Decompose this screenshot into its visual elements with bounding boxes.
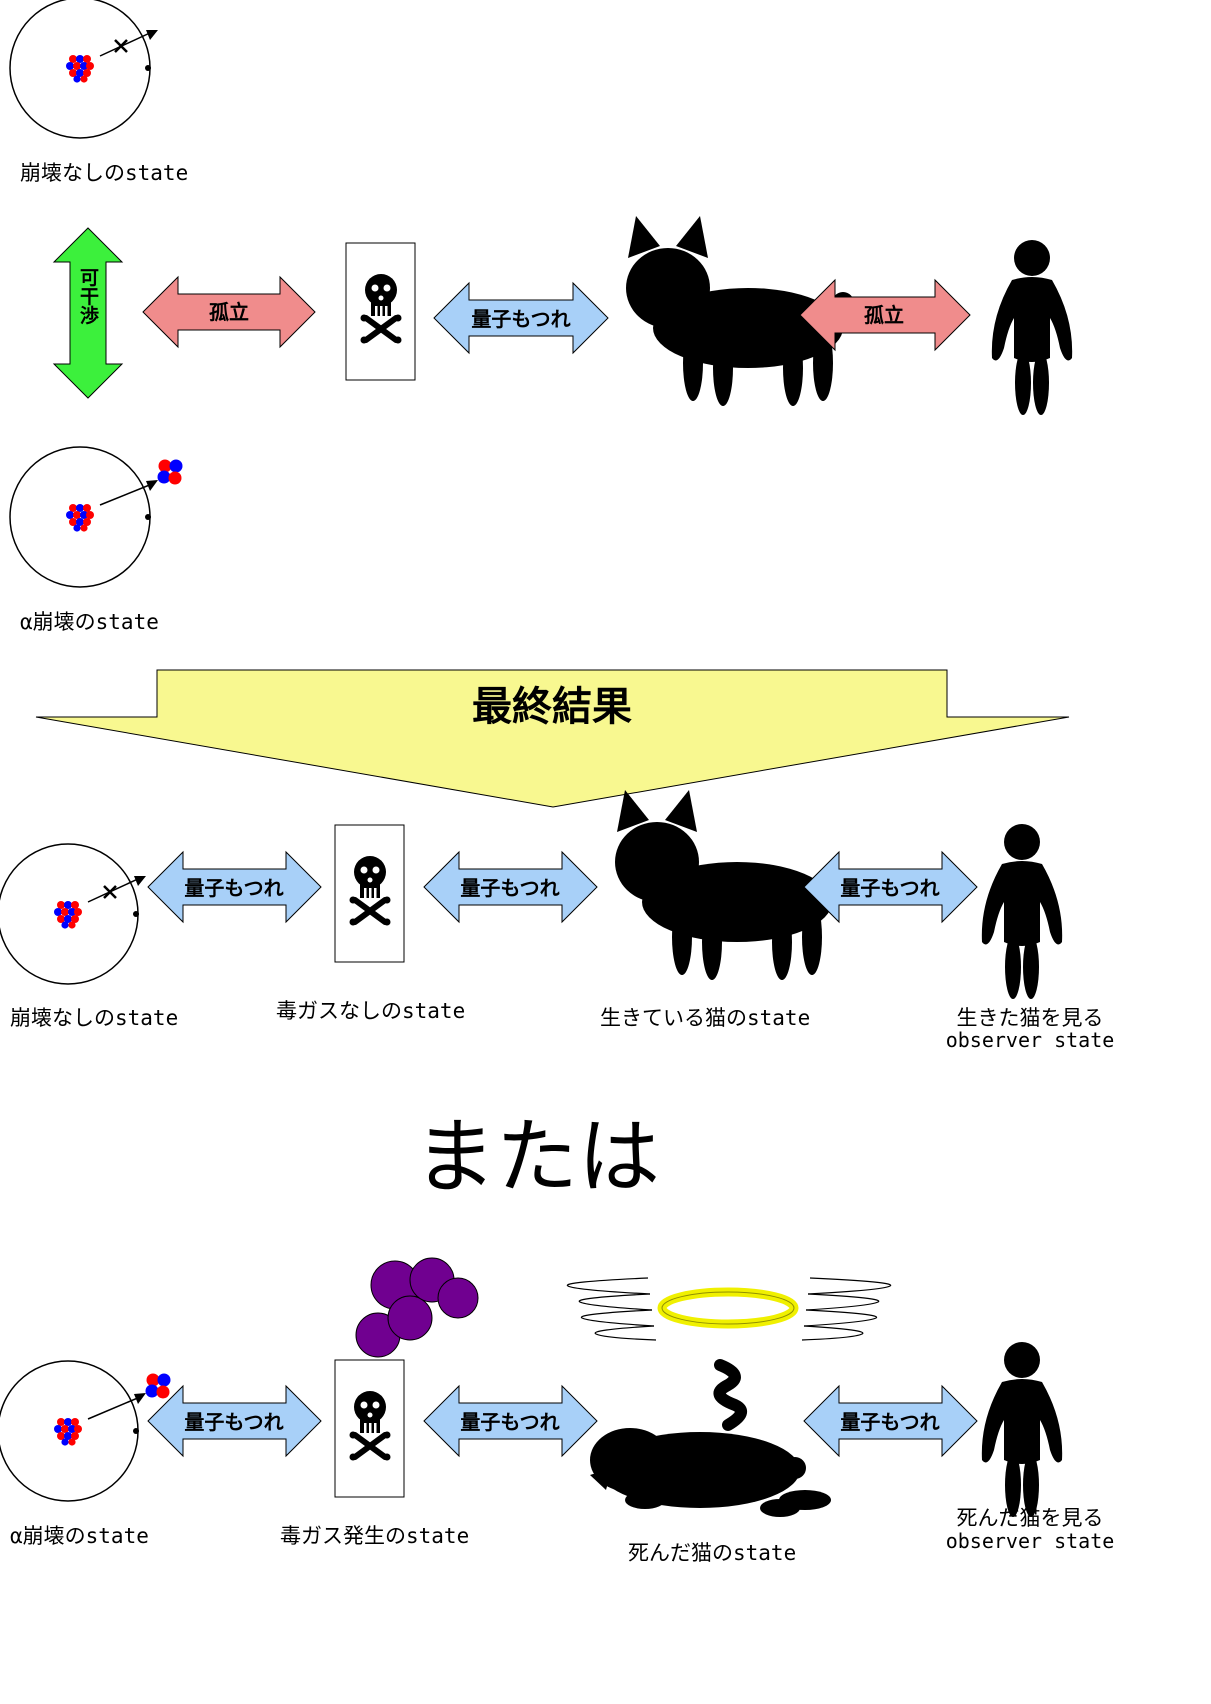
- interference-arrow: 可干渉: [52, 227, 124, 399]
- entanglement-label-alive-2: 量子もつれ: [460, 876, 559, 900]
- interference-label: 可干渉: [77, 268, 99, 326]
- motion-lines-right: [801, 1277, 892, 1341]
- final-result-heading: 最終結果: [472, 684, 632, 730]
- label-alpha-decay-dead: α崩壊のstate: [10, 1524, 149, 1548]
- poison-box-top: [345, 242, 416, 381]
- label-alive-observer-1: 生きた猫を見る: [957, 1006, 1104, 1030]
- no-decay-atom-alive: [0, 843, 146, 985]
- label-dead-observer-1: 死んだ猫を見る: [957, 1506, 1104, 1530]
- label-alive-observer-2: observer state: [946, 1028, 1115, 1052]
- entanglement-arrow-alive-3: 量子もつれ: [803, 850, 978, 924]
- entanglement-label-alive-1: 量子もつれ: [184, 876, 283, 900]
- entanglement-arrow-top: 量子もつれ: [433, 281, 609, 355]
- label-gas: 毒ガス発生のstate: [280, 1524, 469, 1548]
- entanglement-arrow-dead-3: 量子もつれ: [803, 1384, 978, 1458]
- isolation-label-1: 孤立: [209, 300, 249, 324]
- entanglement-arrow-dead-2: 量子もつれ: [423, 1384, 598, 1458]
- person-silhouette-icon: [991, 240, 1073, 415]
- entanglement-label-alive-3: 量子もつれ: [840, 876, 939, 900]
- isolation-arrow-1: 孤立: [142, 275, 316, 349]
- label-dead-observer-2: observer state: [946, 1529, 1115, 1553]
- poison-gas-icon: [355, 1257, 479, 1358]
- entanglement-label-dead-1: 量子もつれ: [184, 1410, 283, 1434]
- entanglement-label-dead-2: 量子もつれ: [460, 1410, 559, 1434]
- halo-icon: [657, 1287, 799, 1329]
- label-alive-cat: 生きている猫のstate: [600, 1006, 810, 1030]
- or-heading: または: [414, 1110, 660, 1205]
- label-no-decay-top: 崩壊なしのstate: [20, 161, 188, 185]
- entanglement-label-dead-3: 量子もつれ: [840, 1410, 939, 1434]
- entanglement-arrow-alive-2: 量子もつれ: [423, 850, 598, 924]
- alpha-particle-icon: [157, 459, 183, 485]
- final-result-arrow: 最終結果: [35, 669, 1070, 808]
- motion-lines-left: [566, 1277, 657, 1341]
- label-dead-cat: 死んだ猫のstate: [628, 1541, 796, 1565]
- isolation-arrow-2: 孤立: [799, 278, 971, 352]
- entanglement-label-top: 量子もつれ: [471, 307, 570, 331]
- poison-box-alive: [334, 824, 405, 963]
- person-silhouette-icon: [981, 1342, 1063, 1517]
- label-alpha-decay-top: α崩壊のstate: [20, 610, 159, 634]
- isolation-label-2: 孤立: [864, 303, 904, 327]
- person-silhouette-icon: [981, 824, 1063, 999]
- dead-cat-icon: [590, 1359, 831, 1517]
- entanglement-arrow-alive-1: 量子もつれ: [147, 850, 322, 924]
- entanglement-arrow-dead-1: 量子もつれ: [147, 1384, 322, 1458]
- label-no-gas: 毒ガスなしのstate: [276, 999, 465, 1023]
- no-decay-atom-top: [9, 0, 158, 139]
- poison-box-dead: [334, 1359, 405, 1498]
- label-no-decay-alive: 崩壊なしのstate: [10, 1006, 178, 1030]
- alpha-particle-icon: [145, 1373, 171, 1399]
- alpha-decay-atom-dead: [0, 1360, 171, 1502]
- alpha-decay-atom-top: [9, 446, 183, 588]
